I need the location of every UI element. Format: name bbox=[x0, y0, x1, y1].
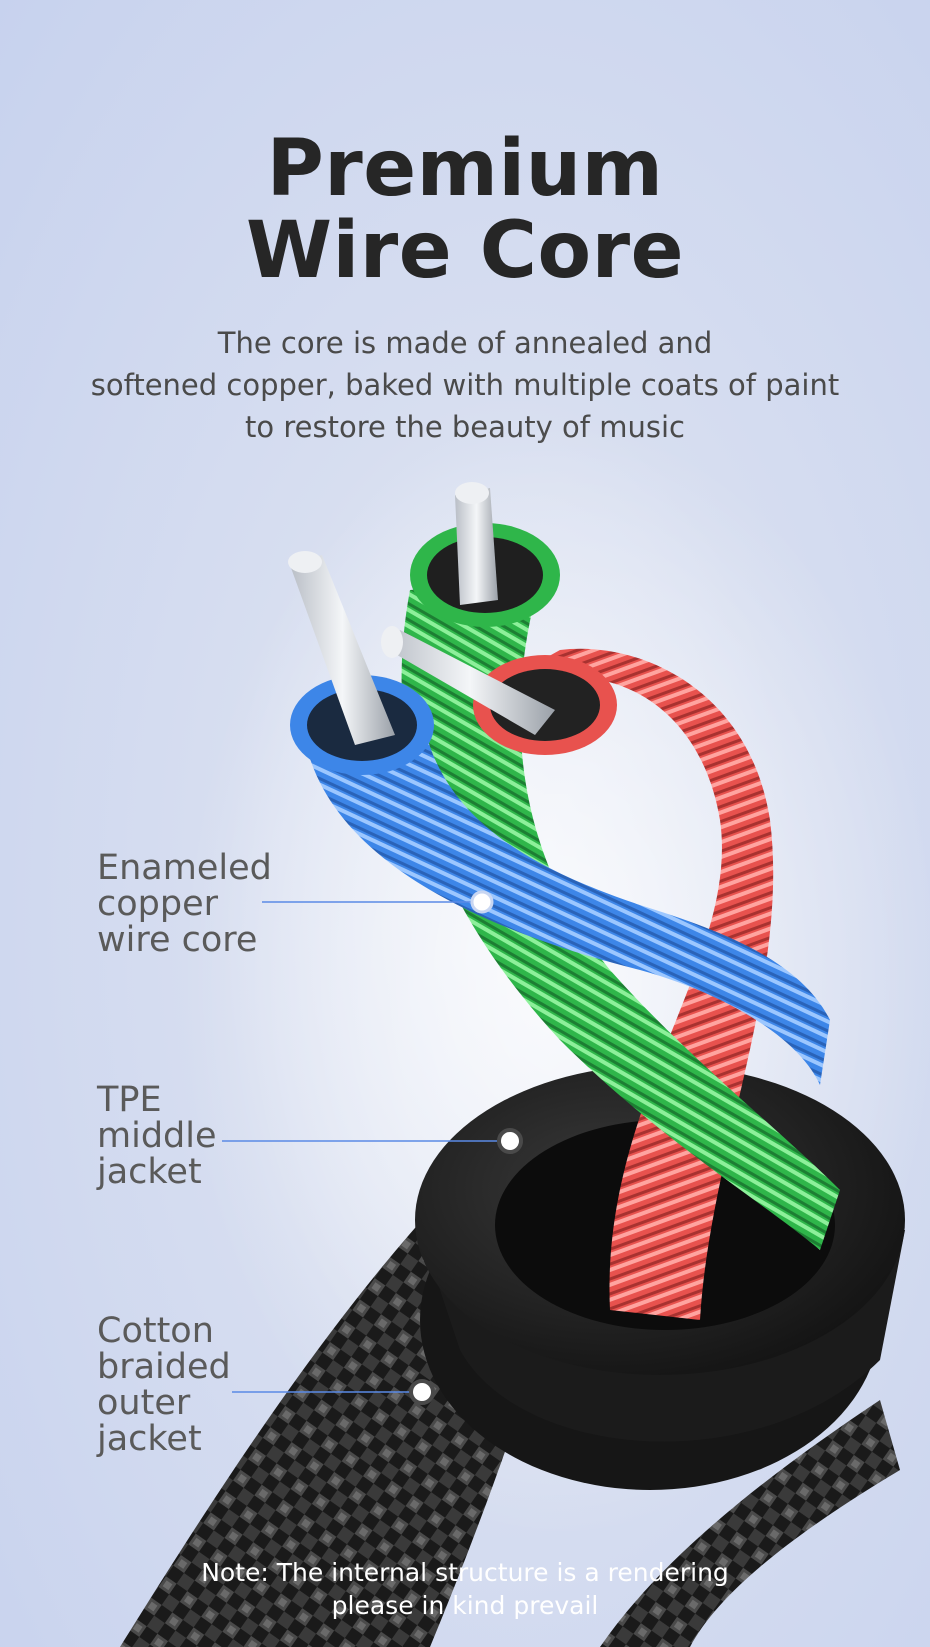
red-strand-tip bbox=[381, 626, 403, 658]
note-line-2: please in kind prevail bbox=[331, 1591, 599, 1620]
callout-braided-jacket-line-4: jacket bbox=[97, 1419, 202, 1459]
callout-tpe-jacket-line-1: TPE bbox=[97, 1080, 162, 1120]
green-strand-bundle bbox=[455, 488, 498, 605]
blue-strand-tip bbox=[288, 551, 322, 573]
rendering-note: Note: The internal structure is a render… bbox=[0, 1556, 930, 1622]
page-title: Premium Wire Core bbox=[0, 128, 930, 292]
title-line-1: Premium bbox=[266, 124, 664, 214]
callout-dot-wire-core bbox=[470, 890, 494, 914]
callout-wire-core-line-1: Enameled bbox=[97, 848, 272, 888]
callout-braided-jacket-line-2: braided bbox=[97, 1347, 231, 1387]
callout-tpe-jacket-line-2: middle bbox=[97, 1116, 217, 1156]
callout-braided-jacket: Cotton braided outer jacket bbox=[97, 1313, 231, 1457]
callout-wire-core: Enameled copper wire core bbox=[97, 850, 272, 958]
copper-strands bbox=[288, 482, 555, 745]
blue-wire bbox=[305, 700, 830, 1085]
green-strand-tip bbox=[455, 482, 489, 504]
callout-dot-tpe-jacket bbox=[497, 1128, 523, 1154]
braided-jacket-edge bbox=[600, 1400, 900, 1647]
subtitle-line-1: The core is made of annealed and bbox=[217, 326, 713, 360]
callout-wire-core-line-2: copper bbox=[97, 884, 219, 924]
callout-tpe-jacket-line-3: jacket bbox=[97, 1152, 202, 1192]
callout-tpe-jacket: TPE middle jacket bbox=[97, 1082, 217, 1190]
callout-braided-jacket-line-3: outer bbox=[97, 1383, 191, 1423]
callout-wire-core-line-3: wire core bbox=[97, 920, 258, 960]
title-line-2: Wire Core bbox=[246, 206, 684, 296]
callout-dot-braided-jacket bbox=[409, 1379, 435, 1405]
note-line-1: Note: The internal structure is a render… bbox=[201, 1558, 729, 1587]
subtitle-line-2: softened copper, baked with multiple coa… bbox=[90, 368, 840, 402]
callout-braided-jacket-line-1: Cotton bbox=[97, 1311, 214, 1351]
blue-strand-bundle bbox=[290, 555, 395, 745]
red-strand-bundle bbox=[385, 630, 555, 735]
